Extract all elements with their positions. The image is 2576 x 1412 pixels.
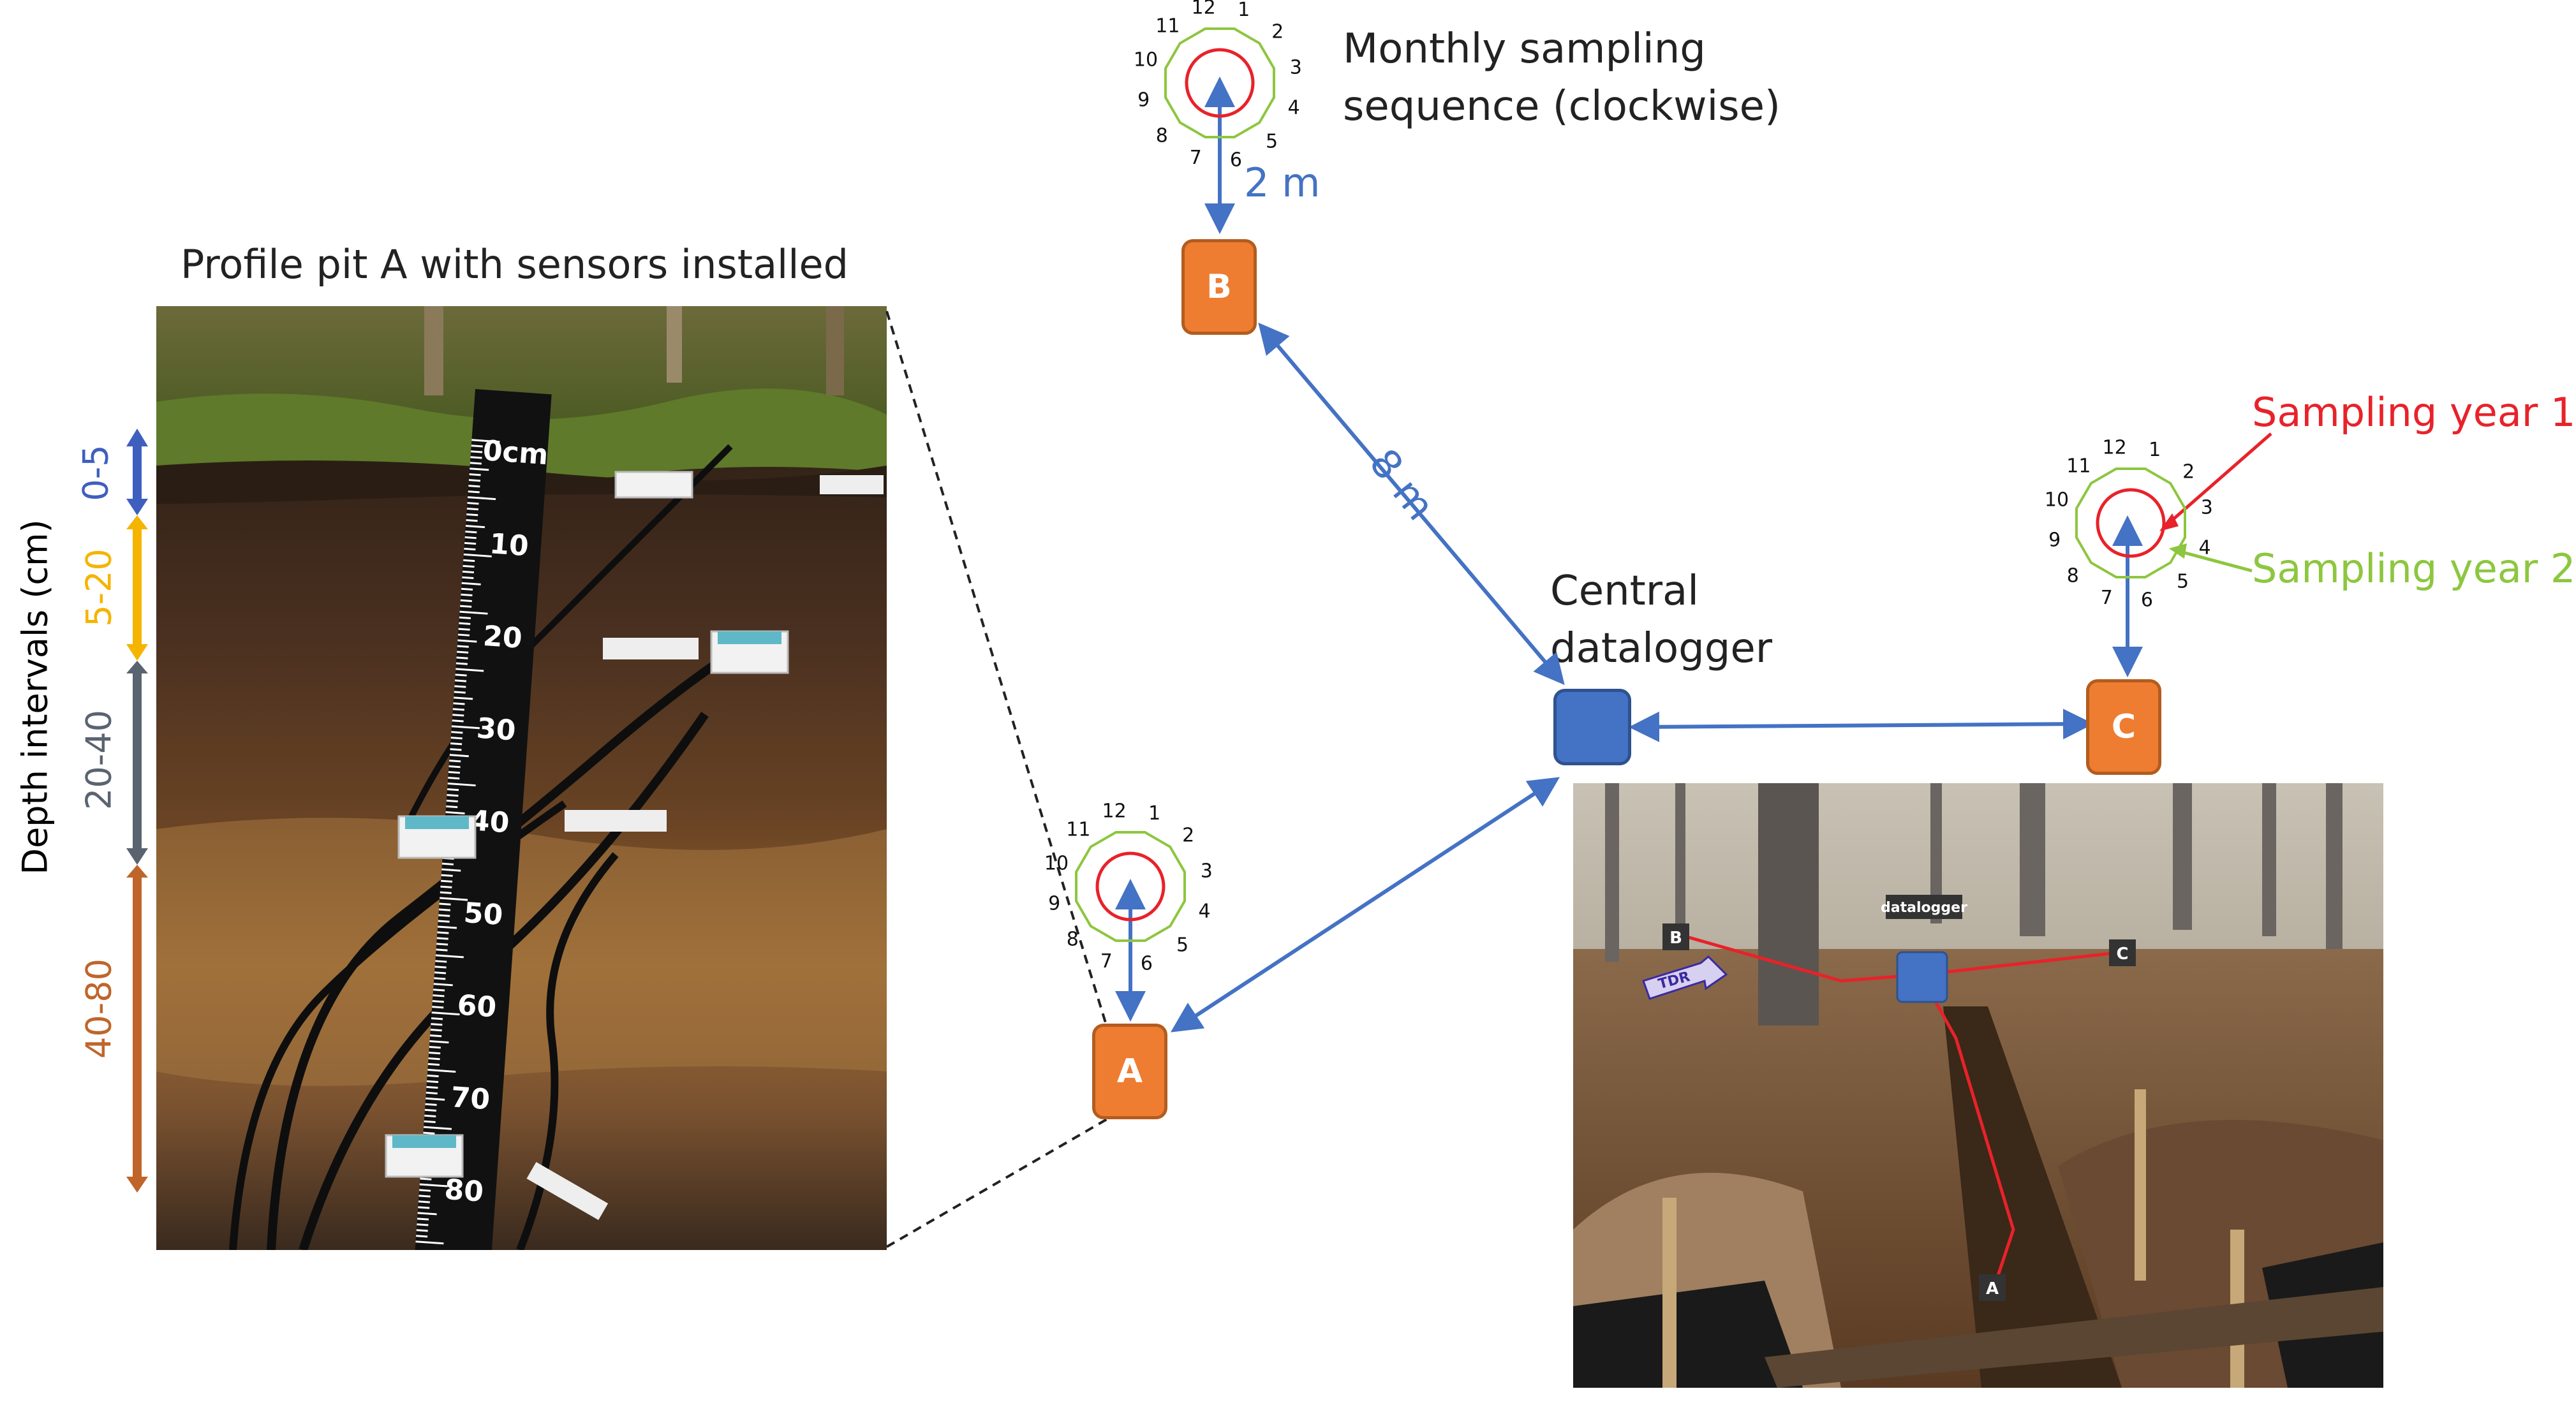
- depth-axis-label: Depth intervals (cm): [15, 519, 56, 875]
- clock-number: 12: [2103, 437, 2127, 459]
- pit-c-marker[interactable]: C: [2086, 679, 2161, 775]
- clock-number: 1: [1148, 802, 1160, 825]
- sampling-year-2-ring: [2075, 467, 2186, 578]
- sequence-title-line2: sequence (clockwise): [1343, 83, 1780, 130]
- clock-number: 9: [1137, 89, 1150, 111]
- photo-marker-c: C: [2116, 945, 2128, 964]
- ruler-mark: 0cm: [482, 434, 549, 471]
- ruler-mark: 70: [450, 1081, 491, 1116]
- clock-number: 7: [1190, 147, 1202, 169]
- clock-number: 10: [2045, 489, 2069, 511]
- clock-number: 11: [2066, 455, 2091, 477]
- ruler-mark: 80: [443, 1173, 485, 1209]
- photo-marker-a: A: [1986, 1279, 1999, 1298]
- ruler-mark: 50: [463, 897, 504, 932]
- clock-number: 12: [1102, 800, 1127, 823]
- sampling-year-2-ring: [1164, 27, 1275, 138]
- field-site-photo: datalogger B C A TDR: [1573, 783, 2383, 1388]
- clock-number: 5: [1266, 131, 1278, 153]
- ruler-mark: 30: [476, 712, 517, 747]
- clock-number: 12: [1192, 0, 1216, 19]
- photo-datalogger-label: datalogger: [1881, 900, 1967, 916]
- distance-8m-label: 8 m: [1360, 440, 1444, 529]
- clock-number: 8: [2067, 565, 2079, 587]
- clock-number: 8: [1067, 929, 1079, 951]
- clock-number: 5: [2177, 571, 2189, 593]
- ruler-mark: 20: [482, 620, 524, 655]
- clock-number: 8: [1156, 125, 1168, 147]
- field-site-illustration: datalogger B C A TDR: [1573, 783, 2383, 1388]
- sampling-year-2-label: Sampling year 2: [2252, 545, 2576, 592]
- clock-number: 6: [1230, 149, 1242, 171]
- depth-interval-5-20: 5-20: [78, 548, 119, 627]
- clock-number: 5: [1176, 934, 1188, 957]
- photo-marker-b: B: [1669, 929, 1682, 948]
- clock-number: 11: [1066, 818, 1090, 841]
- pit-b-marker[interactable]: B: [1181, 239, 1257, 335]
- ruler-mark: 10: [489, 527, 530, 563]
- depth-interval-20-40: 20-40: [78, 710, 119, 810]
- sampling-year-1-ring: [1185, 48, 1255, 118]
- central-datalogger-marker[interactable]: [1553, 689, 1631, 765]
- pit-a-marker[interactable]: A: [1092, 1024, 1167, 1119]
- sequence-title-line1: Monthly sampling: [1343, 26, 1706, 73]
- datalogger-label-line1: Central: [1550, 568, 1699, 615]
- sampling-year-1-ring: [1095, 851, 1166, 922]
- clock-number: 2: [2182, 460, 2195, 483]
- datalogger-label-line2: datalogger: [1550, 625, 1773, 672]
- clock-number: 4: [2198, 537, 2210, 559]
- ruler-mark: 60: [456, 989, 498, 1024]
- clock-number: 9: [2048, 529, 2061, 551]
- sampling-year-2-ring: [1075, 831, 1186, 942]
- clock-number: 9: [1048, 892, 1060, 915]
- clock-number: 1: [2149, 439, 2161, 461]
- clock-number: 4: [1287, 97, 1299, 119]
- clock-number: 3: [2201, 497, 2213, 519]
- clock-number: 10: [1134, 48, 1158, 71]
- depth-interval-0-5: 0-5: [75, 445, 116, 501]
- sampling-year-1-ring: [2096, 488, 2166, 558]
- profile-title: Profile pit A with sensors installed: [181, 241, 849, 288]
- clock-number: 11: [1155, 15, 1180, 37]
- depth-interval-40-80: 40-80: [78, 959, 119, 1059]
- clock-number: 6: [2141, 589, 2153, 611]
- clock-number: 10: [1044, 852, 1069, 874]
- clock-number: 7: [2101, 587, 2113, 609]
- clock-number: 7: [1100, 950, 1113, 973]
- clock-number: 3: [1201, 860, 1213, 883]
- clock-number: 4: [1198, 901, 1210, 923]
- distance-2m-label: 2 m: [1244, 159, 1321, 206]
- clock-number: 6: [1141, 952, 1153, 974]
- clock-number: 2: [1182, 824, 1194, 846]
- sampling-year-1-label: Sampling year 1: [2252, 389, 2576, 436]
- clock-number: 1: [1238, 0, 1250, 21]
- clock-number: 2: [1271, 20, 1284, 43]
- clock-number: 3: [1290, 57, 1302, 79]
